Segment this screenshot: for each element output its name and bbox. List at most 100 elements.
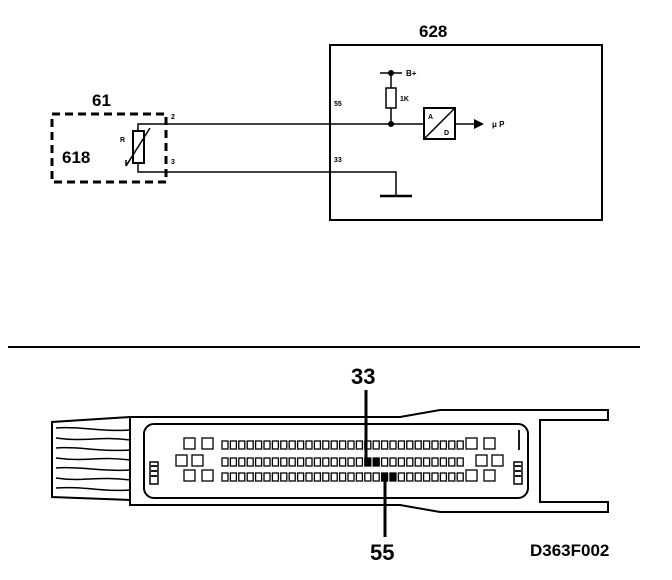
connector-end-cavity <box>465 469 478 482</box>
connector-pin-cavity <box>263 472 271 482</box>
connector-pin-cavity <box>397 472 406 482</box>
sensor-resistor-symbol: R <box>120 137 125 144</box>
connector-pin-cavity <box>414 472 422 482</box>
connector-pin-cavity <box>322 440 330 450</box>
connector-pin-cavity <box>322 457 330 467</box>
resistor-label: 1K <box>400 96 409 103</box>
connector-pin-cavity <box>313 440 322 450</box>
adc-label-a: A <box>428 114 433 121</box>
connector-pin-cavity <box>305 457 313 467</box>
connector-pin-cavity <box>431 457 439 467</box>
connector-pin-cavity <box>355 440 364 450</box>
connector-pin-cavity <box>431 472 439 482</box>
connector-pin-cavity <box>347 457 355 467</box>
connector-pin-cavity <box>347 440 355 450</box>
connector-pin-cavity <box>397 440 406 450</box>
callout-33: 33 <box>351 364 375 389</box>
connector-pin-cavity <box>338 457 347 467</box>
sensor-box <box>50 112 168 184</box>
sensor-component: 618 <box>62 148 90 167</box>
connector-end-cavity <box>175 454 188 467</box>
wire-pin3-to-33 <box>166 171 397 195</box>
connector-pin-cavity <box>288 457 296 467</box>
connector-end-cavity <box>483 437 496 450</box>
supply-node <box>388 70 394 76</box>
ecu-box <box>329 44 603 221</box>
connector-pin-cavity <box>389 472 397 482</box>
connector-housing <box>129 409 609 513</box>
connector-pin-cavity <box>238 472 246 482</box>
ecu-number: 628 <box>419 22 447 41</box>
connector-pin-cavity <box>380 440 389 450</box>
connector-pin-cavity <box>288 440 296 450</box>
connector-pin-cavity <box>389 457 397 467</box>
connector-pin-cavity <box>280 457 288 467</box>
thermistor-arrow <box>125 127 151 167</box>
thermistor-lead-top <box>137 123 166 131</box>
connector-end-cavity <box>201 469 214 482</box>
connector-pin-cavity <box>229 440 238 450</box>
sensor-pin-3: 3 <box>171 159 175 166</box>
connector-pin-cavity <box>305 440 313 450</box>
connector-pin-cavity <box>271 457 280 467</box>
connector-pin-cavity <box>288 472 296 482</box>
connector-pin-cavity <box>406 472 414 482</box>
connector-end-cavity <box>183 437 196 450</box>
connector-drawing <box>51 409 609 513</box>
connector-pin-cavity <box>364 472 372 482</box>
connector-pin-cavity <box>372 440 380 450</box>
connector-pin-cavity <box>254 472 263 482</box>
connector-pin-cavity <box>296 440 305 450</box>
adc-label-d: D <box>444 130 449 137</box>
output-arrow-icon <box>474 119 484 129</box>
connector-pin-cavity <box>330 457 338 467</box>
connector-pin-cavity <box>414 457 422 467</box>
connector-pin-cavity <box>439 440 448 450</box>
connector-pin-cavity <box>422 440 431 450</box>
connector-pin-cavity <box>338 472 347 482</box>
supply-label: B+ <box>406 69 417 78</box>
connector-pin-cavity <box>355 457 364 467</box>
connector-pin-cavity <box>372 472 380 482</box>
connector-pin-cavity <box>380 457 389 467</box>
connector-pin-cavity <box>238 457 246 467</box>
connector-pin-cavity <box>389 440 397 450</box>
schematic <box>50 44 603 221</box>
connector-pin-cavity <box>229 472 238 482</box>
connector-pin-cavity <box>422 472 431 482</box>
connector-pin-cavity <box>296 457 305 467</box>
connector-pin-cavity <box>456 457 464 467</box>
connector-end-cavity <box>191 454 204 467</box>
connector-pin-cavity <box>414 440 422 450</box>
connector-pin-rows <box>175 437 504 482</box>
ecu-pin-33: 33 <box>334 157 342 164</box>
connector-pin-cavity <box>338 440 347 450</box>
latch-right <box>513 461 523 485</box>
connector-pin-cavity <box>313 472 322 482</box>
connector-pin-cavity <box>280 472 288 482</box>
connector-pin-cavity <box>456 472 464 482</box>
connector-pin-cavity <box>254 457 263 467</box>
connector-pin-cavity <box>347 472 355 482</box>
connector-end-cavity <box>183 469 196 482</box>
sensor-number: 61 <box>92 91 111 110</box>
connector-pin-cavity <box>406 457 414 467</box>
connector-pin-cavity <box>263 440 271 450</box>
connector-pin-cavity <box>456 440 464 450</box>
connector-pin-cavity <box>322 472 330 482</box>
connector-pin-cavity <box>448 472 456 482</box>
connector-end-cavity <box>491 454 504 467</box>
junction-node <box>388 121 394 127</box>
connector-pin-cavity <box>271 472 280 482</box>
pullup-resistor <box>385 87 397 109</box>
connector-pin-cavity <box>431 440 439 450</box>
connector-pin-cavity <box>246 440 254 450</box>
connector-end-cavity <box>475 454 488 467</box>
connector-pin-cavity <box>254 440 263 450</box>
connector-pin-cavity <box>364 457 372 467</box>
latch-left <box>149 461 159 485</box>
connector-pin-cavity <box>271 440 280 450</box>
connector-pin-cavity <box>296 472 305 482</box>
connector-pin-cavity <box>422 457 431 467</box>
